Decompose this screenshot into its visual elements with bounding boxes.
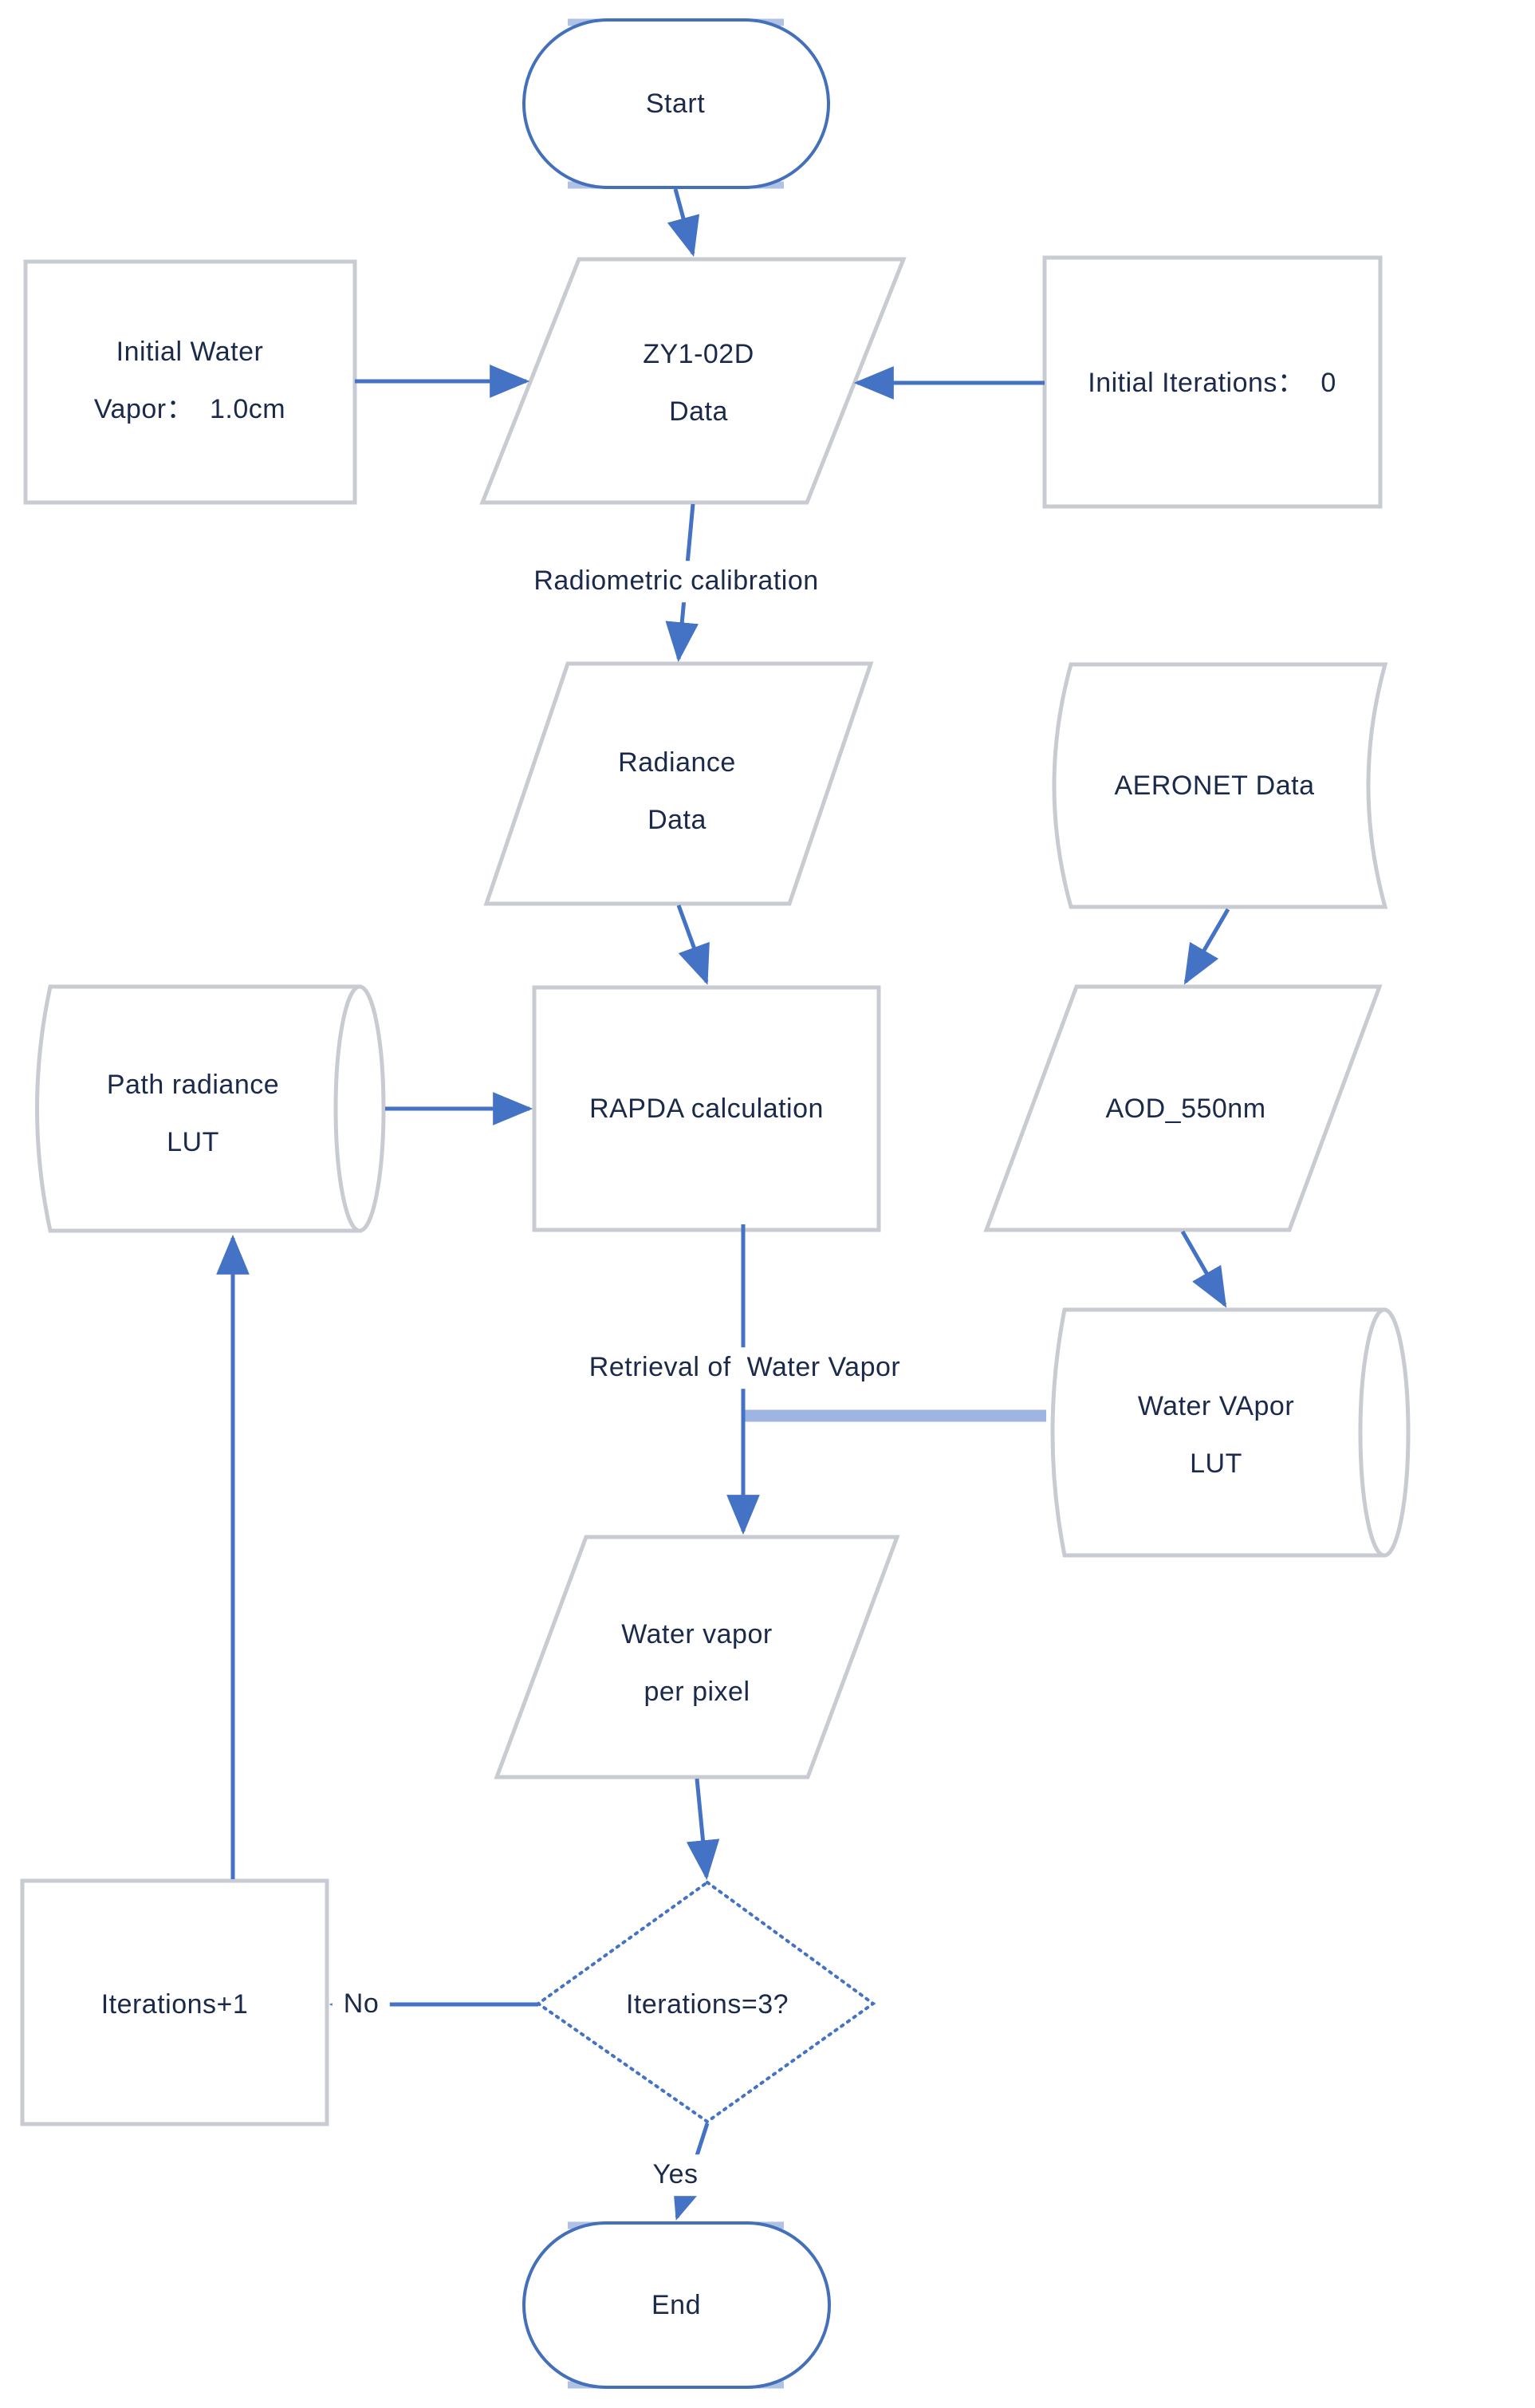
water-vapor-lut-cylinder-cap <box>1358 1307 1411 1558</box>
radiance-data-label: Radiance Data <box>618 747 736 835</box>
aod-550nm-parallelogram-shape <box>983 984 1383 1232</box>
aeronet-data-label: AERONET Data <box>1114 770 1315 801</box>
initial-iterations-box-shape <box>1042 255 1383 509</box>
path-radiance-lut-cylinder-cap <box>333 984 386 1233</box>
initial-water-vapor-box-shape <box>23 259 357 505</box>
iterations-plus-1-label: Iterations+1 <box>100 1988 249 2020</box>
connector-perpixel-to-decision <box>686 1778 720 1881</box>
rapda-calculation-label: RAPDA calculation <box>589 1093 824 1124</box>
radiometric-calibration-edge-label: Radiometric calibration <box>522 561 830 602</box>
zy1-02d-data-label: ZY1-02D Data <box>643 338 754 427</box>
path-radiance-lut-cylinder-body <box>35 984 362 1233</box>
yes-edge-label: Yes <box>641 2154 710 2196</box>
rapda-calculation-box-shape <box>532 985 881 1232</box>
initial-iterations-label: Initial Iterations： 0 <box>1088 367 1336 398</box>
iterations-decision-diamond-shape <box>535 1880 876 2124</box>
water-vapor-per-pixel-parallelogram-shape <box>494 1535 900 1779</box>
zy1-02d-data-parallelogram-shape <box>479 257 907 505</box>
end-terminator-shape <box>522 2221 831 2389</box>
end-label: End <box>651 2289 701 2320</box>
water-vapor-lut-cylinder-body <box>1050 1307 1387 1558</box>
connector-aod-to-waterlut <box>1180 1230 1227 1308</box>
iterations-plus-1-box-shape <box>20 1878 329 2126</box>
radiance-data-parallelogram-shape <box>483 661 874 906</box>
connector-aeronet-to-aod <box>1183 908 1230 985</box>
initial-water-vapor-label: Initial Water Vapor： 1.0cm <box>93 336 286 424</box>
no-edge-label: No <box>332 1984 391 2025</box>
water-vapor-lut-label: Water VApor LUT <box>1137 1390 1295 1479</box>
aeronet-stored-data-shape <box>1052 662 1388 909</box>
water-vapor-per-pixel-label: Water vapor per pixel <box>621 1618 773 1707</box>
start-terminator-shape <box>522 18 830 189</box>
iterations-decision-label: Iterations=3? <box>625 1988 789 2020</box>
connector-radiance-to-rapda <box>676 904 710 985</box>
aod-550nm-label: AOD_550nm <box>1105 1093 1266 1124</box>
retrieval-of-water-vapor-edge-label: Retrieval of Water Vapor <box>577 1347 912 1389</box>
path-radiance-lut-label: Path radiance LUT <box>106 1069 280 1157</box>
start-label: Start <box>645 88 706 119</box>
connector-start-to-zy1 <box>667 188 700 258</box>
